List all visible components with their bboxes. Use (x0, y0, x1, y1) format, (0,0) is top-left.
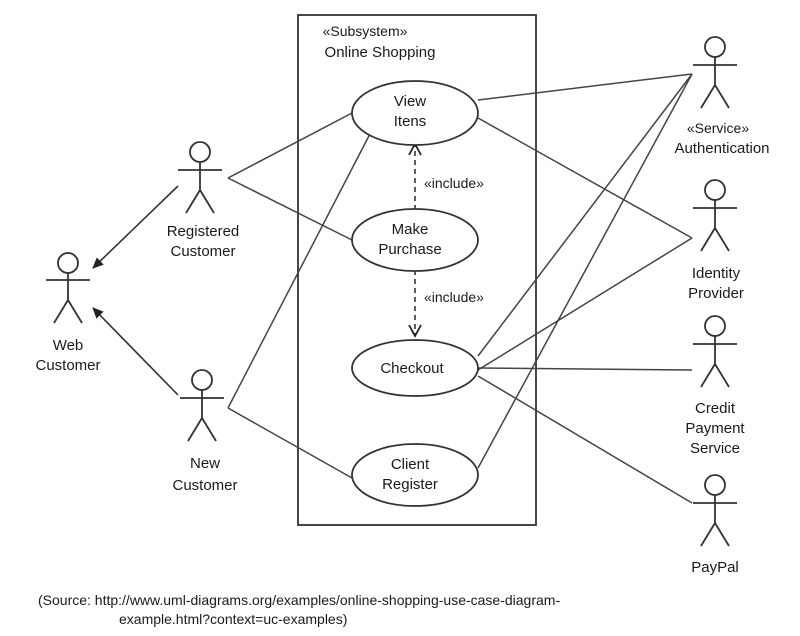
actor-identity-provider: Identity Provider (688, 179, 744, 302)
paypal-stick-figure-icon (693, 474, 737, 547)
actor-web-customer: Web Customer (35, 252, 101, 374)
client-register-label-line2: Register (382, 476, 438, 493)
actor-credit-payment-service: Credit Payment Service (685, 315, 745, 457)
authentication-label: Authentication (674, 140, 769, 157)
web-customer-stick-figure-icon (46, 252, 90, 324)
view-items-label-line2: Itens (394, 113, 427, 130)
checkout-label: Checkout (380, 360, 444, 377)
actor-paypal: PayPal (691, 474, 739, 576)
use-case-make-purchase: Make Purchase (351, 208, 479, 272)
source-caption-line2: example.html?context=uc-examples) (119, 611, 347, 627)
assoc-new-view-items (227, 129, 373, 409)
assoc-checkout-paypal (477, 375, 693, 504)
registered-customer-stick-figure-icon (178, 141, 222, 214)
paypal-label: PayPal (691, 559, 739, 576)
include-label-top: «include» (424, 175, 484, 191)
new-customer-label-line1: New (190, 455, 220, 472)
assoc-checkout-authentication (477, 73, 693, 357)
generalization-registered-to-web (92, 185, 179, 269)
use-case-client-register: Client Register (351, 443, 479, 507)
use-case-checkout: Checkout (351, 339, 479, 397)
web-customer-label-line2: Customer (35, 357, 100, 374)
assoc-checkout-credit (477, 367, 693, 371)
new-customer-stick-figure-icon (180, 369, 224, 442)
credit-payment-label-line1: Credit (695, 400, 736, 417)
subsystem-stereotype: «Subsystem» (323, 23, 408, 39)
assoc-new-client-register (227, 407, 353, 479)
registered-customer-label-line1: Registered (167, 223, 240, 240)
associations (227, 73, 693, 504)
source-caption-line1: (Source: http://www.uml-diagrams.org/exa… (38, 592, 560, 608)
subsystem-name: Online Shopping (325, 44, 436, 61)
credit-payment-stick-figure-icon (693, 315, 737, 388)
authentication-stereotype: «Service» (687, 120, 749, 136)
identity-provider-stick-figure-icon (693, 179, 737, 252)
identity-provider-label-line2: Provider (688, 285, 744, 302)
view-items-label-line1: View (394, 93, 426, 110)
generalization-new-to-web (92, 307, 179, 396)
actor-registered-customer: Registered Customer (167, 141, 240, 260)
client-register-label-line1: Client (391, 456, 430, 473)
registered-customer-label-line2: Customer (170, 243, 235, 260)
assoc-view-items-identity (477, 117, 693, 239)
assoc-client-register-authentication (477, 73, 693, 469)
assoc-checkout-identity (477, 237, 693, 371)
include-label-bottom: «include» (424, 289, 484, 305)
assoc-registered-view-items (227, 112, 353, 179)
authentication-stick-figure-icon (693, 36, 737, 109)
web-customer-label-line1: Web (53, 337, 84, 354)
credit-payment-label-line2: Payment (685, 420, 745, 437)
use-case-view-items: View Itens (351, 80, 479, 146)
make-purchase-label-line2: Purchase (378, 241, 441, 258)
assoc-registered-make-purchase (227, 177, 353, 241)
subsystem-boundary (297, 14, 537, 526)
identity-provider-label-line1: Identity (692, 265, 741, 282)
assoc-view-items-authentication (477, 73, 693, 101)
make-purchase-label-line1: Make (392, 221, 429, 238)
actor-authentication-service: «Service» Authentication (674, 36, 770, 157)
new-customer-label-line2: Customer (172, 477, 237, 494)
credit-payment-label-line3: Service (690, 440, 740, 457)
actor-new-customer: New Customer (172, 369, 238, 494)
